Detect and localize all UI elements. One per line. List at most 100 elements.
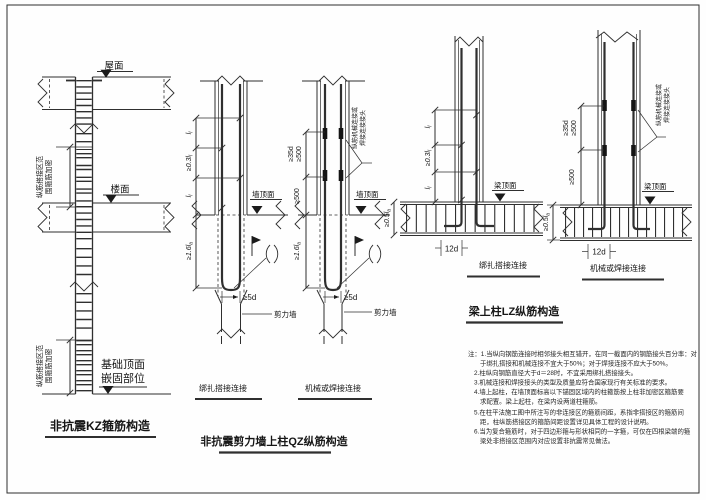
- break-symbol: [216, 75, 246, 86]
- qz-mechanical-splice-detail: ≥35d ≥500 ≥500 ≥1.6la 纵筋机械连接或 焊接连接接头 墙顶面…: [288, 75, 397, 399]
- mechanical-coupler: [602, 145, 607, 156]
- break-symbol: [164, 78, 175, 108]
- kz-stirrup-elevation: 屋面 楼面 基础顶面 嵌固部位 纵筋搭接区范 围箍筋加密: [35, 61, 175, 437]
- dim-500: ≥500: [294, 188, 301, 204]
- beam-top-label: 梁顶面: [642, 182, 674, 205]
- hook-foot-dim: 12d: [435, 240, 468, 256]
- lap-note-line1: 纵筋搭接区范: [35, 156, 44, 198]
- mechanical-coupler: [631, 100, 636, 111]
- qz-mech-subtitle: 机械或焊接连接: [305, 383, 361, 393]
- dim-lap-length: ll: [425, 186, 434, 190]
- sheet-border: [7, 5, 699, 493]
- dim-anchorage: ≥1.6la: [294, 242, 303, 260]
- wall-top-text: 墙顶面: [252, 189, 275, 199]
- qz-mech-dimensions: ≥35d ≥500 ≥500 ≥1.6la: [288, 128, 325, 292]
- beam-top-text: 梁顶面: [644, 182, 667, 191]
- note-line: 梁处非搭接区范围内对应设置非抗震常见做法。: [480, 436, 614, 445]
- level-marker-icon: [644, 196, 656, 205]
- dim-clear-spacing: ≥0.3ll: [186, 154, 195, 171]
- lz-mech-subtitle: 机械或焊接连接: [590, 263, 646, 273]
- break-symbol: [37, 203, 48, 232]
- dim-stagger-500: ≥500: [571, 120, 578, 136]
- break-symbol: [454, 36, 484, 47]
- hook-dim-text: ≥5d: [243, 293, 256, 302]
- note-line: 求配置。梁上起柱，在梁内设两道柱箍筋。: [480, 397, 601, 406]
- beam-top-label: 梁顶面: [492, 181, 524, 202]
- hook-extension-dim: ≥5d: [220, 291, 256, 303]
- crossing-break-icon: [265, 244, 279, 264]
- lz-lap-dimensions: ll ≥0.3ll ll ≥0.5la: [384, 106, 476, 239]
- qz-lap-subtitle: 绑扎搭接连接: [199, 383, 247, 393]
- dim-stagger-35d: ≥35d: [288, 146, 295, 162]
- break-symbol: [400, 203, 411, 233]
- lz-mechanical-splice-detail: ≥35d ≥500 ≥500 ≥0.5la 纵筋机械连接或 焊接连接接头 梁顶面…: [543, 30, 692, 280]
- level-marker-icon: [102, 385, 114, 395]
- lz-mech-dimensions: ≥35d ≥500 ≥500 ≥0.5la: [543, 102, 604, 244]
- joint-annotation: 纵筋机械连接或 焊接连接接头: [346, 107, 372, 178]
- general-notes: 注：1.当纵向钢筋连接时相邻接头相互错开，在同一截面内的钢筋接头百分率：对 于绑…: [468, 349, 698, 445]
- dim-anchorage: ≥1.6la: [186, 242, 195, 260]
- level-marker-icon: [251, 205, 263, 215]
- lap-note-line1: 纵筋搭接区范: [35, 345, 44, 387]
- break-symbol: [318, 328, 348, 339]
- beam-top-text: 梁顶面: [494, 181, 517, 190]
- break-symbol: [596, 32, 638, 42]
- level-marker-icon: [105, 194, 117, 204]
- lz-lap-subtitle: 绑扎搭接连接: [479, 260, 527, 270]
- roof-level-label: 屋面: [97, 61, 133, 79]
- foundation-label-line1: 基础顶面: [101, 358, 145, 371]
- hook-foot-dim: 12d: [582, 244, 616, 259]
- note-line: 距，柱纵筋搭接区的箍筋间距设置详见具体工程的设计说明。: [480, 417, 653, 426]
- wall-top-text: 墙顶面: [356, 189, 379, 199]
- lap-flag-icon: [251, 235, 262, 257]
- qz-lap-dimensions: ll ≥0.3ll ll ≥1.6la: [186, 114, 240, 292]
- lz-lap-splice-detail: ll ≥0.3ll ll ≥0.5la 梁顶面 12d 绑扎搭接连接: [384, 36, 544, 277]
- joint-note-line1: 纵筋机械连接或: [655, 84, 663, 126]
- joint-note-line2: 焊接连接接头: [359, 110, 367, 146]
- wall-top-label: 墙顶面: [354, 189, 386, 215]
- note-line: 3.机械连接和焊接接头的类型及质量应符合国家现行有关标准的要求。: [474, 378, 671, 387]
- break-symbol: [318, 75, 348, 86]
- dim-lap-length: ll: [186, 131, 195, 135]
- shear-wall-text: 剪力墙: [274, 309, 297, 319]
- crossing-break-icon: [368, 244, 382, 264]
- mechanical-coupler: [338, 170, 344, 181]
- note-line: 5.在柱平法施工图中所注写的非连接区的箍筋间距，系指非搭接区的箍筋间: [474, 408, 684, 417]
- dim-stagger-500: ≥500: [296, 146, 303, 162]
- lap-note-line2: 围箍筋加密: [44, 349, 53, 384]
- dim-beam-anchorage: ≥0.5la: [384, 209, 393, 227]
- qz-title: 非抗震剪力墙上柱QZ纵筋构造: [200, 434, 348, 448]
- floor-level-label: 楼面: [103, 184, 139, 204]
- hook-extension-dim: ≥5d: [323, 291, 357, 303]
- dim-lap-length: ll: [425, 125, 434, 129]
- shear-wall-label: 剪力墙: [344, 307, 397, 317]
- qz-lap-splice-detail: ll ≥0.3ll ll ≥1.6la 墙顶面 ≥5d 剪力墙 绑扎搭接连接: [186, 75, 297, 399]
- lap-zone-note-upper: 纵筋搭接区范 围箍筋加密: [35, 143, 93, 211]
- lz-title: 梁上柱LZ纵筋构造: [468, 304, 560, 318]
- note-line: 注：1.当纵向钢筋连接时相邻接头相互错开，在同一截面内的钢筋接头百分率：对: [468, 349, 698, 358]
- roof-label: 屋面: [104, 61, 123, 72]
- note-line: 于绑扎搭接和机械连接不宜大于50%；对于焊接连接不应大于50%。: [480, 359, 672, 368]
- joint-annotation: 纵筋机械连接或 焊接连接接头: [638, 84, 671, 152]
- break-symbol: [69, 123, 99, 134]
- lap-flag-icon: [354, 235, 365, 257]
- dim-stagger-35d: ≥35d: [563, 120, 570, 136]
- note-line: 4.墙上起柱，在墙顶面标高以下锚固区域内的柱箍筋按上柱非加密区箍筋要: [474, 387, 684, 396]
- mechanical-coupler: [322, 170, 328, 181]
- kz-title: 非抗震KZ箍筋构造: [50, 418, 151, 433]
- break-symbol: [533, 203, 544, 233]
- mechanical-coupler: [602, 100, 607, 111]
- break-symbol: [37, 78, 48, 108]
- lap-note-line2: 围箍筋加密: [44, 160, 53, 195]
- hook-dim-text: ≥5d: [344, 293, 357, 302]
- lap-zone-note-lower: 纵筋搭接区范 围箍筋加密: [35, 336, 93, 397]
- joint-note-line2: 焊接连接接头: [663, 87, 671, 123]
- dim-beam-anchorage: ≥0.5la: [543, 213, 552, 231]
- break-symbol: [69, 281, 99, 292]
- dim-lap-length: ll: [186, 194, 195, 198]
- wall-top-label: 墙顶面: [250, 189, 282, 215]
- note-line: 2.柱纵向钢筋直径大于d＝28时，不宜采用绑扎搭接接头。: [474, 368, 637, 377]
- joint-note-line1: 纵筋机械连接或: [351, 107, 359, 149]
- shear-wall-text: 剪力墙: [374, 307, 397, 317]
